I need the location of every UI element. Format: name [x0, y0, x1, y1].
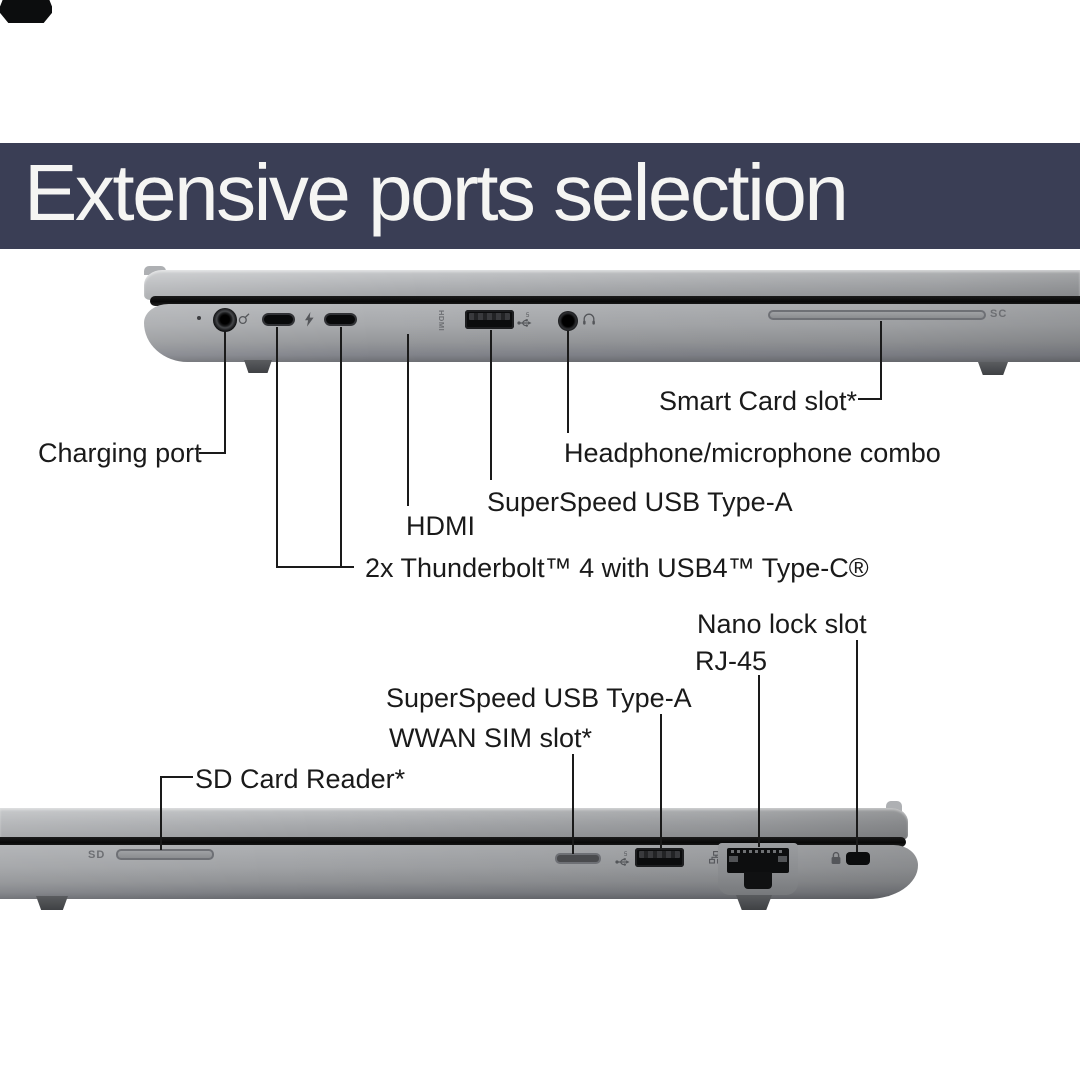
sd-card-slot — [116, 849, 214, 860]
leader-usb-a-top — [490, 330, 492, 480]
leader-smart-card-h — [858, 398, 882, 400]
label-wwan-sim: WWAN SIM slot* — [389, 723, 593, 753]
wwan-sim-slot — [555, 853, 601, 864]
smart-card-engraving: SC — [990, 308, 1008, 320]
label-rj45: RJ-45 — [695, 646, 768, 676]
label-hdmi: HDMI — [406, 511, 475, 541]
usb-c-port-2 — [324, 313, 357, 326]
usb-speed-icon: 5 — [517, 313, 532, 327]
headphone-icon — [583, 313, 595, 325]
label-smart-card: Smart Card slot* — [659, 386, 858, 416]
usb-a-port-bottom — [635, 848, 684, 867]
svg-text:5: 5 — [624, 852, 628, 858]
leader-headphone — [567, 331, 569, 433]
label-usb-a-top: SuperSpeed USB Type-A — [487, 487, 793, 517]
sd-engraving: SD — [88, 849, 106, 861]
laptop-lid — [144, 270, 1080, 300]
usb-speed-icon: 5 — [615, 852, 630, 866]
nano-lock-slot — [846, 852, 870, 865]
banner: Extensive ports selection — [0, 143, 1080, 249]
lid-rear-lip — [886, 801, 902, 811]
hdmi-port — [0, 0, 52, 23]
lid-base-seam — [0, 837, 906, 847]
hdmi-engraving: HDMI — [437, 310, 446, 332]
leader-rj45 — [758, 675, 760, 847]
banner-title: Extensive ports selection — [24, 148, 849, 237]
rubber-foot — [244, 360, 272, 373]
svg-text:5: 5 — [526, 313, 530, 319]
leader-nano-lock — [856, 640, 858, 852]
rj45-tab — [744, 872, 772, 889]
leader-thunderbolt-1 — [276, 327, 278, 568]
leader-sd — [160, 776, 162, 850]
laptop-lid — [0, 808, 908, 840]
leader-hdmi — [407, 334, 409, 506]
lid-base-seam — [150, 296, 1080, 306]
usb-c-port-1 — [262, 313, 295, 326]
rj45-pins — [731, 850, 785, 853]
label-thunderbolt: 2x Thunderbolt™ 4 with USB4™ Type-C® — [365, 553, 869, 583]
smart-card-slot — [768, 310, 986, 320]
charging-icon — [238, 313, 250, 325]
label-usb-a-bottom: SuperSpeed USB Type-A — [386, 683, 692, 713]
left-side-view: HDMI 5 SC Charging port — [0, 0, 1080, 583]
headphone-jack — [558, 311, 578, 331]
leader-sd-h — [160, 776, 193, 778]
leader-charging — [224, 332, 226, 454]
leader-thunderbolt-2 — [340, 327, 342, 568]
leader-wwan — [572, 754, 574, 854]
charge-led — [197, 316, 201, 320]
thunderbolt-icon — [305, 312, 314, 327]
charging-port — [213, 308, 237, 332]
label-sd-card: SD Card Reader* — [195, 764, 406, 794]
rubber-foot — [978, 362, 1008, 375]
rubber-foot — [736, 895, 772, 910]
label-headphone: Headphone/microphone combo — [564, 438, 941, 468]
usb-a-port-top — [465, 310, 514, 329]
rj45-clip-left — [729, 856, 738, 862]
leader-charging-h — [199, 452, 226, 454]
lock-icon — [831, 851, 841, 864]
leader-usb-a-bottom — [660, 714, 662, 848]
leader-smart-card — [880, 321, 882, 400]
rj45-clip-right — [778, 856, 787, 862]
rubber-foot — [36, 896, 68, 910]
leader-thunderbolt-h — [276, 566, 354, 568]
label-nano-lock: Nano lock slot — [697, 609, 867, 639]
label-charging-port: Charging port — [38, 438, 202, 468]
